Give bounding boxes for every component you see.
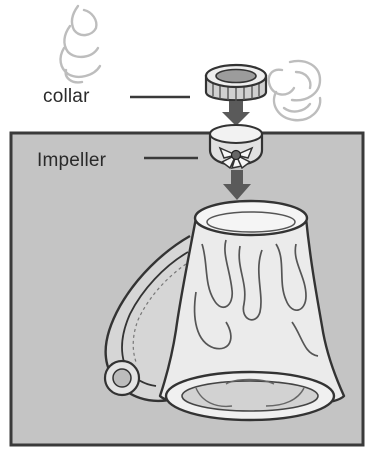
impeller-part — [210, 125, 262, 168]
collar-part — [206, 65, 266, 101]
collar-label: collar — [43, 86, 90, 108]
impeller-label: Impeller — [37, 150, 106, 172]
ghost-shell-right-icon — [269, 61, 320, 120]
ghost-shell-left-icon — [61, 6, 100, 82]
arrow-collar-to-impeller-icon — [222, 101, 250, 126]
